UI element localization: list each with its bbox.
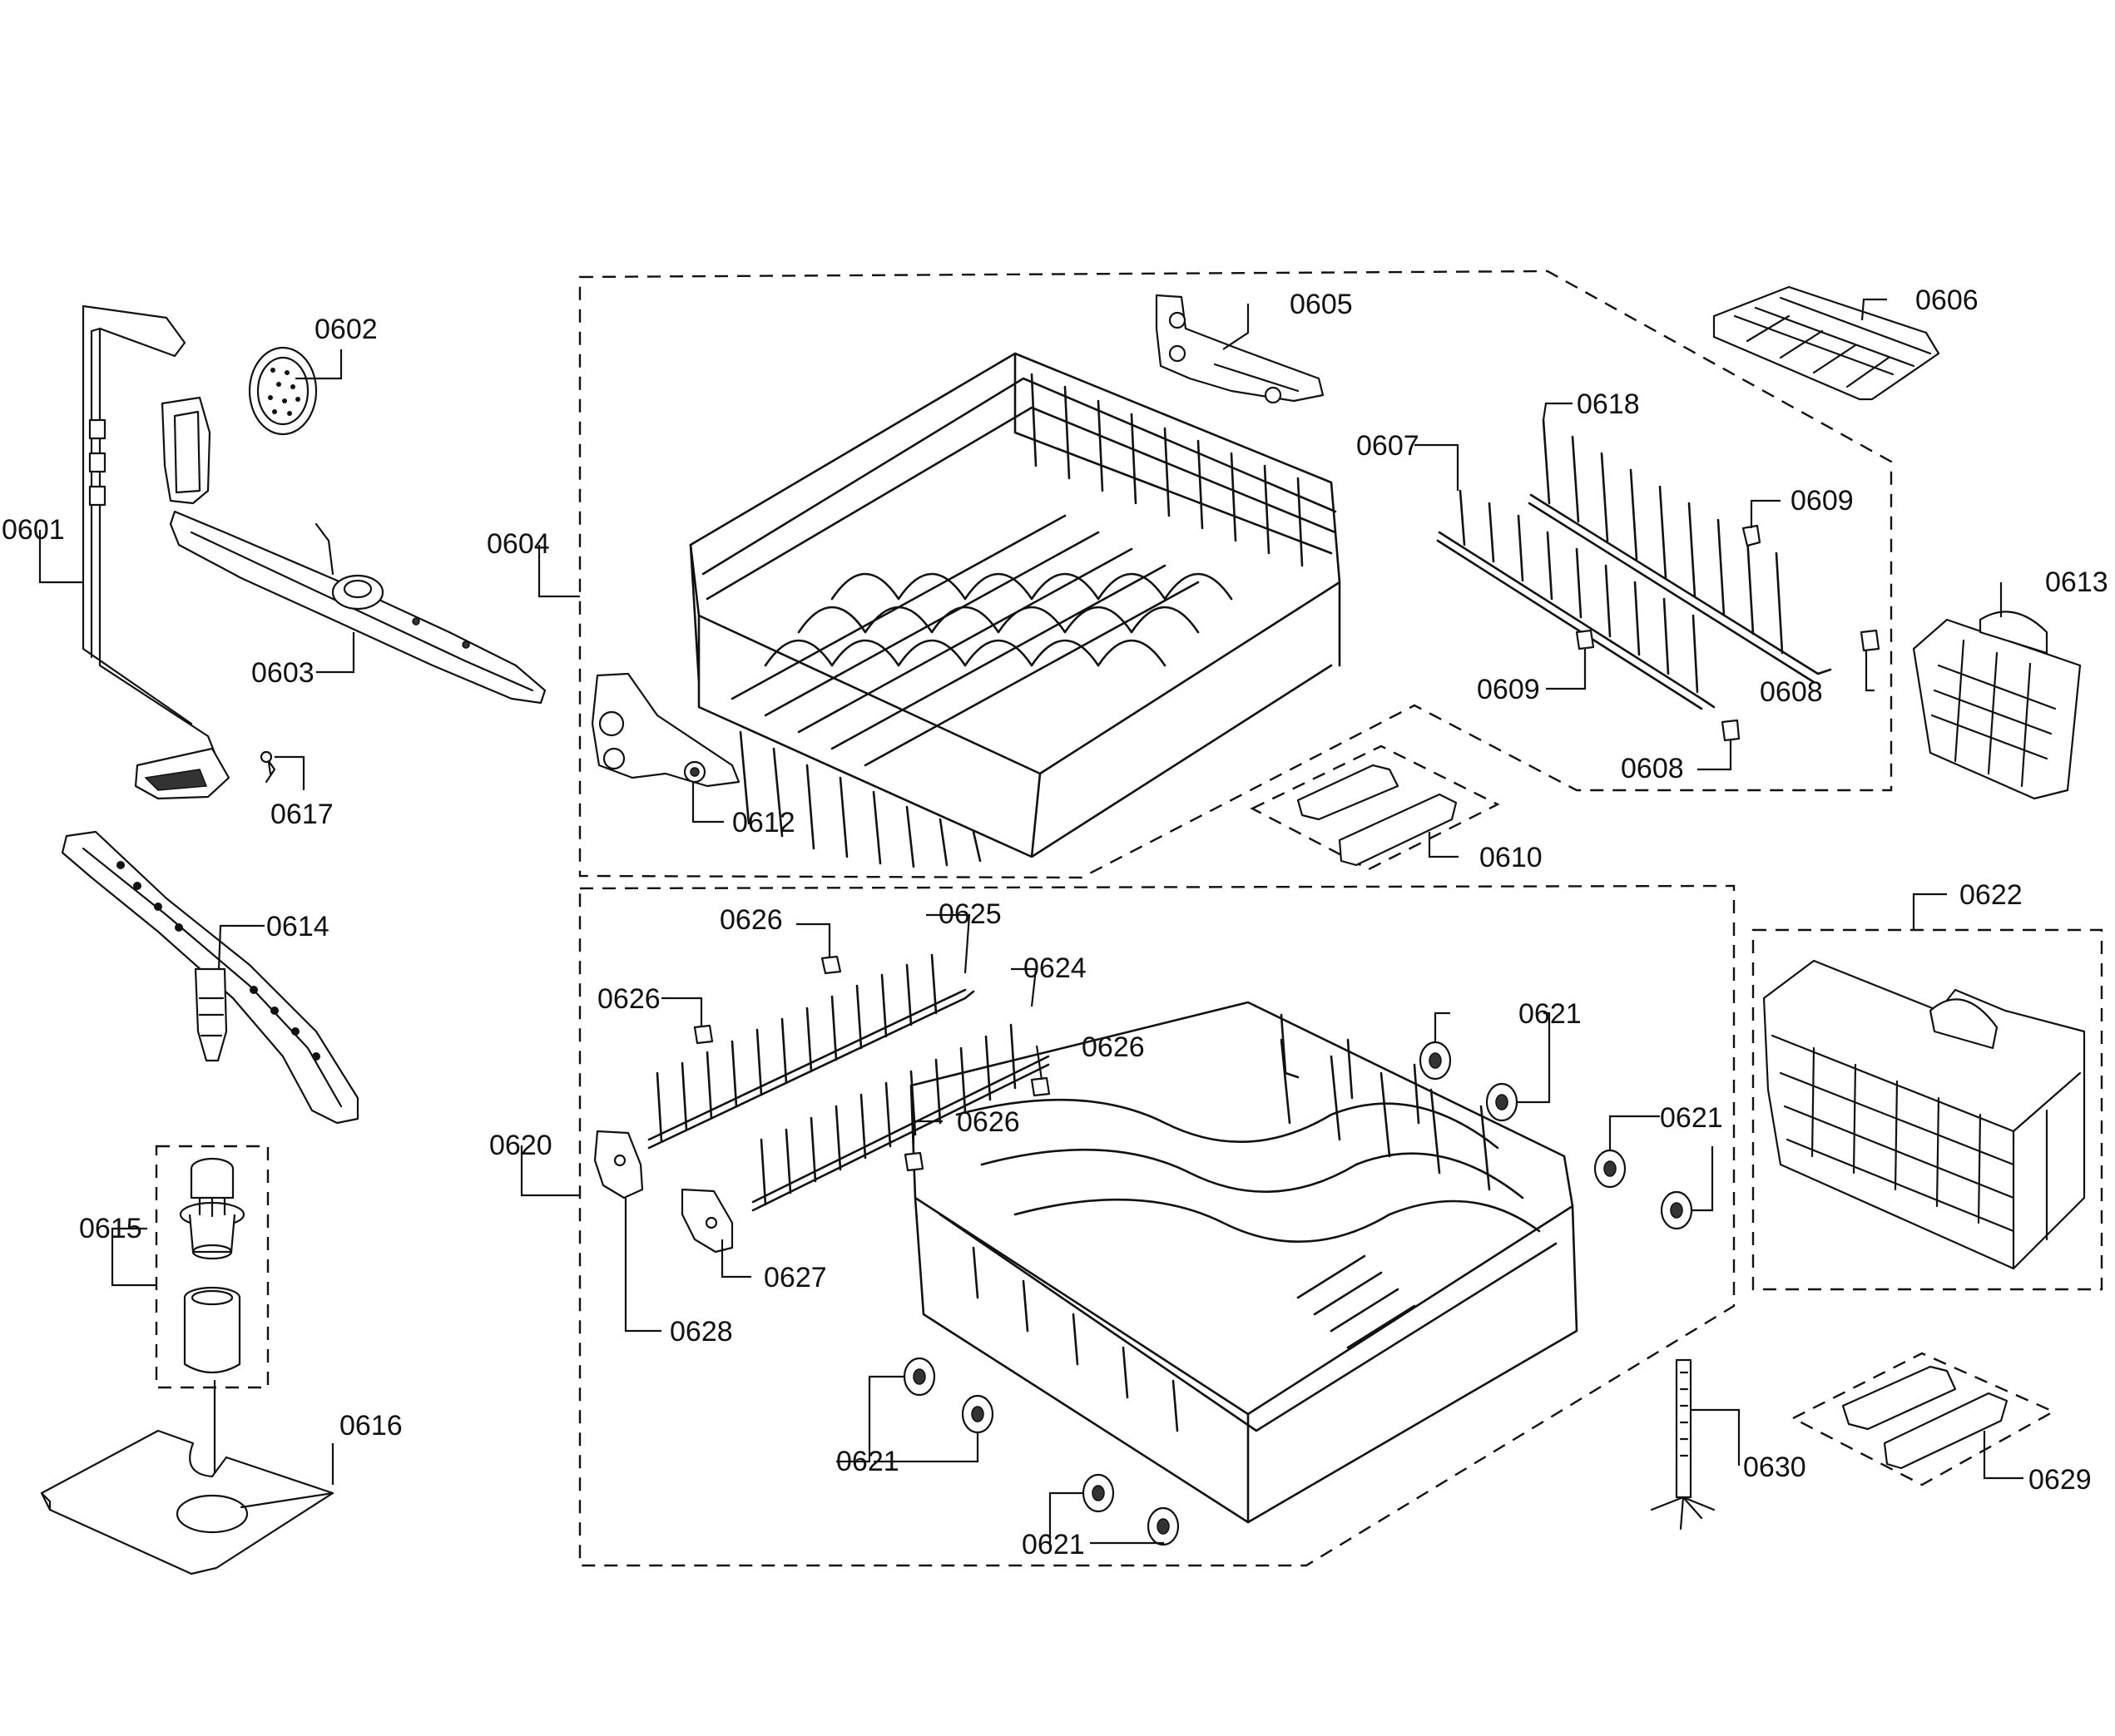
tine-row-0618-part [1528,418,1832,684]
callout-0620: 0620 [489,1130,552,1161]
lower-rack-group-box [578,884,1736,1567]
callout-0627: 0627 [764,1262,827,1293]
cup-shelf-part [1712,285,1940,401]
rack-handle-0610-part [1296,764,1458,867]
clip-0608-right [1860,629,1880,652]
filter-part [179,1157,245,1482]
upper-rack-group-box [578,270,1893,879]
callout-0606: 0606 [1915,284,1979,316]
rack-handle-group-box-lower [1791,1352,2056,1486]
rack-handle-0629-part [1841,1365,2009,1470]
callout-0614: 0614 [266,911,329,942]
callout-0603: 0603 [251,657,315,689]
callout-0609-upper: 0609 [1791,485,1854,517]
callout-0615: 0615 [79,1213,142,1244]
upper-spray-arm-part [161,396,547,705]
wheel-0621-front-a [903,1357,936,1397]
callout-0609-lower: 0609 [1477,674,1540,705]
rack-adjuster-left-part [591,672,740,788]
wheel-0621-upper-a [1419,1041,1452,1081]
callout-0626-right: 0626 [1082,1031,1145,1063]
leader-lines [38,298,2023,1545]
screw-part [260,750,276,784]
callout-0605: 0605 [1290,289,1353,320]
bracket-0628-part [593,1130,644,1199]
lower-rack-part [909,1001,1578,1524]
wheel-0621-front-b [961,1394,994,1434]
wheel-0621-bottom-b [1147,1506,1180,1546]
callout-0624: 0624 [1023,952,1087,984]
callout-0610: 0610 [1479,842,1543,873]
callout-0617: 0617 [270,799,334,830]
filter-plate-part [40,1429,334,1575]
clip-0626-d [904,1151,924,1172]
filter-group-box [155,1145,270,1389]
callout-0616: 0616 [339,1410,403,1442]
callout-0612: 0612 [732,807,795,838]
callout-0604: 0604 [487,528,550,560]
upper-rack-tines [731,373,1304,868]
lower-spray-arm-part [61,830,359,1125]
callout-0629: 0629 [2028,1464,2092,1496]
small-cutlery-basket-part [1912,611,2082,800]
callout-0618: 0618 [1577,388,1640,420]
callout-0625: 0625 [939,898,1002,930]
clip-0608-lower [1721,719,1741,742]
wheel-0621-right-a [1593,1149,1627,1189]
callout-0628: 0628 [670,1316,733,1348]
tine-row-0607-part [1436,489,1716,710]
rack-handle-group-box-upper [1250,744,1500,871]
clip-0626-b [693,1024,714,1045]
callout-0602: 0602 [315,314,378,345]
callout-0621-right: 0621 [1660,1102,1723,1134]
callout-0607: 0607 [1356,430,1419,462]
spray-nozzle-part [248,346,318,436]
callout-0621-top: 0621 [1518,998,1582,1030]
tine-row-0624-part [751,1023,1050,1212]
cutlery-basket-part [1762,959,2086,1270]
callout-0626-mid: 0626 [957,1106,1020,1138]
callout-0621-front: 0621 [836,1446,899,1477]
clip-0626-a [820,955,842,975]
callout-0621-bottom: 0621 [1022,1529,1085,1560]
callout-0608-right: 0608 [1760,676,1823,708]
clip-0609-upper [1741,524,1761,547]
stand-0630-part [1650,1358,1716,1531]
callout-labels: 0601 0602 0603 0604 0605 0606 0607 0618 … [2,284,2108,1560]
wheel-0621-bottom-a [1082,1473,1115,1513]
callout-0622: 0622 [1959,879,2023,911]
clip-0626-c [1030,1076,1051,1097]
feed-tube-part [82,304,230,800]
rack-adjuster-right-part [1155,294,1325,404]
wheel-0621-upper-b [1485,1082,1518,1122]
cutlery-basket-group-box [1751,928,2103,1291]
callout-0608-lower: 0608 [1621,753,1684,784]
callout-0626-top: 0626 [720,904,783,936]
callout-0626-left: 0626 [597,983,661,1015]
tine-row-0625-part [647,953,975,1150]
callout-0601: 0601 [2,514,65,546]
callout-0630: 0630 [1743,1452,1806,1483]
upper-rack-part [689,352,1341,868]
callout-0613: 0613 [2045,566,2108,598]
wheel-0621-right-b [1660,1190,1693,1230]
clip-0609-lower [1575,629,1595,650]
bracket-0627-part [681,1188,734,1254]
